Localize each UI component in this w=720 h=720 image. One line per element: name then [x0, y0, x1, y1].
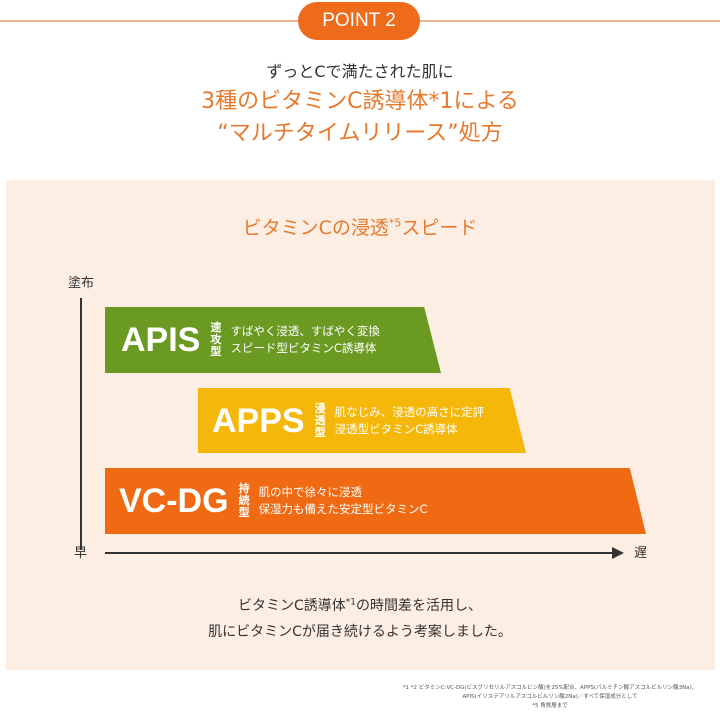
point-badge: POINT 2: [298, 2, 420, 40]
divider-right: [420, 20, 720, 22]
headline-2: “マルチタイムリリース”処方: [217, 121, 503, 146]
bar-apis: APIS 速攻型 すばやく浸透、すばやく変換スピード型ビタミンC誘導体: [105, 307, 441, 373]
subtitle: ずっとCで満たされた肌に: [266, 62, 454, 81]
chart-title: ビタミンCの浸透*5スピード: [242, 216, 478, 239]
footnote: *1 *2 ビタミンC:VC-DG(ビスグリセリルアスコルビン酸)を25%配合、…: [402, 685, 698, 709]
bar-desc: 肌なじみ、浸透の高さに定評浸透型ビタミンC誘導体: [334, 404, 485, 436]
bar-desc: 肌の中で徐々に浸透保湿力も備えた安定型ビタミンC: [258, 485, 428, 516]
bar-vcdg: VC-DG 持続型 肌の中で徐々に浸透保湿力も備えた安定型ビタミンC: [105, 468, 646, 534]
arrow-head-icon: [612, 547, 624, 559]
bar-type: 速攻型: [210, 321, 222, 358]
summary-1: ビタミンC誘導体*1の時間差を活用し、: [237, 597, 482, 614]
bar-type: 持続型: [238, 482, 250, 519]
bar-apps: APPS 浸透型 肌なじみ、浸透の高さに定評浸透型ビタミンC誘導体: [198, 388, 526, 453]
bar-type: 浸透型: [314, 401, 326, 439]
y-axis: [80, 298, 82, 550]
bar-name: APIS: [121, 321, 201, 359]
x-axis-end: 遅: [634, 546, 648, 561]
bar-name: VC-DG: [119, 482, 229, 520]
x-axis-start: 早: [74, 546, 88, 561]
headline-1: 3種のビタミンC誘導体*1による: [201, 89, 519, 114]
bar-name: APPS: [212, 401, 305, 440]
bar-desc: すばやく浸透、すばやく変換スピード型ビタミンC誘導体: [230, 324, 380, 355]
y-axis-label: 塗布: [68, 276, 95, 291]
divider-left: [0, 20, 298, 22]
x-axis: [105, 552, 615, 554]
summary-2: 肌にビタミンCが届き続けるよう考案しました。: [208, 624, 512, 640]
